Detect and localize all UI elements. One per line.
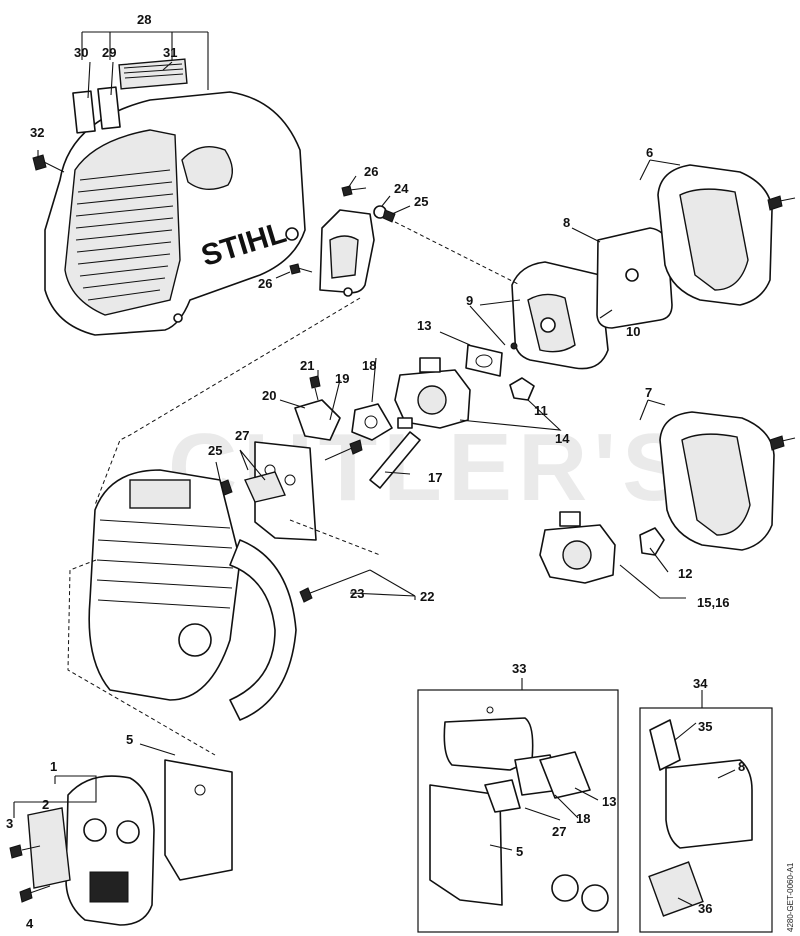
callout-8-box: 8: [738, 759, 745, 774]
callout-20: 20: [262, 388, 276, 403]
callout-1: 1: [50, 759, 57, 774]
callout-26-top: 26: [364, 164, 378, 179]
callout-23: 23: [350, 586, 364, 601]
callout-29: 29: [102, 45, 116, 60]
callout-27-top: 27: [235, 428, 249, 443]
spark-screen-2: [27, 807, 71, 889]
callout-26-left: 26: [258, 276, 272, 291]
callout-25-top: 25: [414, 194, 428, 209]
callout-13-top: 13: [417, 318, 431, 333]
screw-4: [19, 885, 51, 903]
callout-24: 24: [394, 181, 409, 196]
callout-36: 36: [698, 901, 712, 916]
screw-32: [32, 154, 65, 173]
callout-11: 11: [534, 403, 548, 418]
shroud-part: STIHL: [44, 91, 306, 336]
filter-cover-7: [659, 411, 796, 551]
gasket-kit-parts: [429, 706, 609, 912]
filter-cover-6: [657, 164, 796, 306]
callout-18-top: 18: [362, 358, 376, 373]
document-id: 4280-GET-0060-A1: [786, 862, 795, 932]
callout-4: 4: [26, 916, 34, 931]
callout-10: 10: [626, 324, 640, 339]
gasket-5: [164, 759, 233, 881]
carburetor-15-16: [539, 511, 665, 584]
bracket-20: [294, 375, 341, 441]
bracket-part: [289, 185, 396, 297]
callout-15-16: 15,16: [697, 595, 730, 610]
muffler-1: [65, 775, 155, 926]
intake-plate: [217, 441, 317, 541]
callout-17: 17: [428, 470, 442, 485]
callout-2: 2: [42, 797, 49, 812]
engine-block: [88, 469, 371, 721]
callout-3: 3: [6, 816, 13, 831]
callout-13-box: 13: [602, 794, 616, 809]
callout-32: 32: [30, 125, 44, 140]
callout-25-left: 25: [208, 443, 222, 458]
callout-28: 28: [137, 12, 151, 27]
callout-14: 14: [555, 431, 570, 446]
callout-30: 30: [74, 45, 88, 60]
callout-21: 21: [300, 358, 314, 373]
callout-22: 22: [420, 589, 434, 604]
gasket-18: [351, 403, 393, 441]
carburetor-14: [394, 344, 535, 429]
callout-numbers: 28 30 29 31 32 26 24 25 26 6 8 9 10 13 1…: [6, 12, 745, 931]
callout-6: 6: [646, 145, 653, 160]
callout-27-box: 27: [552, 824, 566, 839]
callout-31: 31: [163, 45, 177, 60]
tuneup-kit-parts: [648, 719, 753, 917]
callout-35: 35: [698, 719, 712, 734]
tuneup-kit-box: [639, 707, 773, 933]
filter-base-part: [510, 261, 615, 370]
callout-34: 34: [693, 676, 708, 691]
callout-7: 7: [645, 385, 652, 400]
fuel-hose-17: [369, 431, 421, 489]
air-filter-part: [596, 227, 673, 329]
callout-33: 33: [512, 661, 526, 676]
screw-3: [9, 844, 41, 859]
callout-18-box: 18: [576, 811, 590, 826]
gasket-kit-box: [417, 689, 619, 933]
label-decals: [72, 58, 188, 134]
callout-5-box: 5: [516, 844, 523, 859]
callout-5-left: 5: [126, 732, 133, 747]
reference-lines: [67, 221, 521, 756]
callout-12: 12: [678, 566, 692, 581]
bolt-19: [324, 439, 363, 461]
leader-lines: [13, 31, 736, 906]
callout-8-top: 8: [563, 215, 570, 230]
callout-9: 9: [466, 293, 473, 308]
callout-19: 19: [335, 371, 349, 386]
